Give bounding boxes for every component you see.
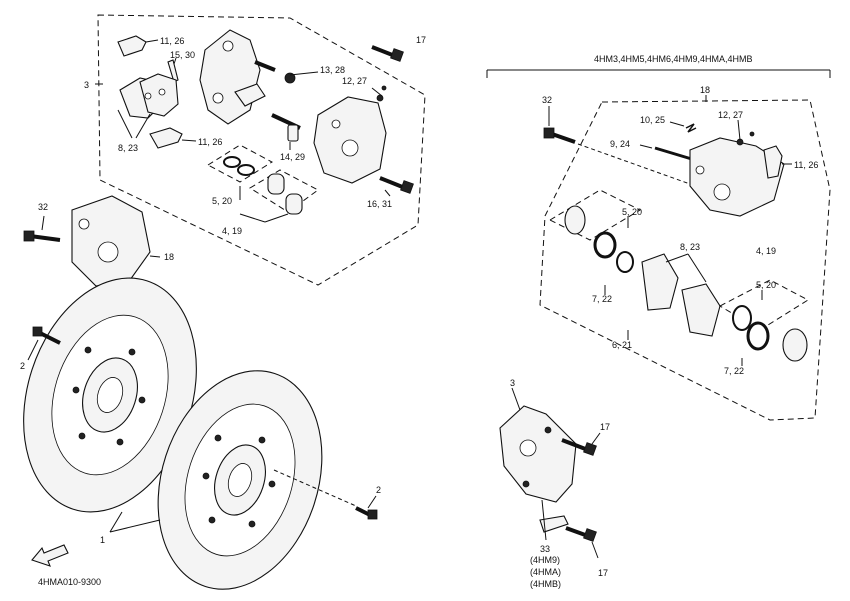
assembled-caliper-left (71, 195, 151, 287)
callout-17-bottom: 17 (598, 568, 608, 578)
callout-13-28: 13, 28 (320, 65, 345, 75)
brake-pad-right-2 (681, 283, 721, 337)
mounting-bolt-17-mid (561, 438, 589, 452)
piston-right-a (564, 205, 586, 235)
callout-17-top: 17 (416, 35, 426, 45)
callout-9-24: 9, 24 (610, 139, 630, 149)
boot-14-29 (287, 124, 299, 142)
piston-1 (267, 173, 285, 195)
callout-2-left: 2 (20, 361, 25, 371)
disc-bolt-2-left (39, 331, 61, 345)
callout-3-left: 3 (84, 80, 89, 90)
callout-16-31: 16, 31 (367, 199, 392, 209)
bleed-screw (376, 94, 384, 102)
callout-15-30: 15, 30 (170, 50, 195, 60)
seal-right-a (593, 231, 617, 259)
callout-18-left: 18 (164, 252, 174, 262)
callout-17-mid: 17 (600, 422, 610, 432)
right-caliper-dashed-boundary (539, 99, 831, 421)
callout-7-22-b: 7, 22 (724, 366, 744, 376)
piston-2 (285, 193, 303, 215)
mounting-bolt-16-31 (379, 176, 406, 190)
pad-pin-9-24 (654, 146, 696, 162)
pad-spring-clip-lower (149, 127, 183, 149)
bolt-32-left (29, 234, 61, 242)
callout-8-23-left: 8, 23 (118, 143, 138, 153)
callout-4-19-left: 4, 19 (222, 226, 242, 236)
callout-33: 33 (540, 544, 550, 554)
callout-32-right: 32 (542, 95, 552, 105)
front-direction-arrow (31, 544, 69, 567)
callout-4-19-right: 4, 19 (756, 246, 776, 256)
piston-seal-1 (223, 156, 241, 168)
bolt-32-right (551, 132, 576, 144)
callout-1: 1 (100, 535, 105, 545)
piston-right-b (782, 328, 808, 362)
callout-11-26-top: 11, 26 (160, 36, 184, 46)
callout-2-right: 2 (376, 485, 381, 495)
callout-8-23-right: 8, 23 (680, 242, 700, 252)
bracket-33 (539, 515, 569, 533)
model-note-4hmb: (4HMB) (530, 579, 561, 589)
diagram-code: 4HMA010-9300 (38, 577, 101, 587)
mounting-bolt-17-top (371, 45, 396, 58)
pad-spring-11-26-right (763, 145, 783, 179)
pad-pin-clip (167, 59, 179, 83)
callout-18-right: 18 (700, 85, 710, 95)
seal-right-c (732, 305, 752, 331)
callout-7-22-a: 7, 22 (592, 294, 612, 304)
seal-right-d (746, 321, 770, 351)
callout-5-20-left: 5, 20 (212, 196, 232, 206)
pad-spring-clip (117, 35, 147, 57)
slide-pin-upper (254, 60, 276, 72)
model-note-4hma: (4HMA) (530, 567, 561, 577)
brake-pad-right-1 (641, 253, 679, 311)
model-header: 4HM3,4HM5,4HM6,4HM9,4HMA,4HMB (594, 54, 753, 64)
callout-5-20-r1: 5, 20 (622, 207, 642, 217)
caliper-body-right (689, 137, 785, 217)
brake-disc-left (23, 277, 197, 513)
assembled-caliper-bottom (499, 405, 577, 503)
callout-5-20-r2: 5, 20 (756, 280, 776, 290)
bleed-cap (284, 72, 296, 84)
callout-10-25: 10, 25 (640, 115, 665, 125)
pad-pin-clip-10-25 (685, 123, 697, 133)
callout-6-21: 6, 21 (612, 340, 632, 350)
callout-11-26-right: 11, 26 (794, 160, 818, 170)
caliper-assembly-dashed-boundary (97, 14, 426, 286)
callout-14-29: 14, 29 (280, 152, 305, 162)
callout-3-bottom: 3 (510, 378, 515, 388)
callout-32-left: 32 (38, 202, 48, 212)
brake-pad-left-backing (139, 73, 179, 117)
model-note-4hm9: (4HM9) (530, 555, 560, 565)
callout-11-26-mid: 11, 26 (198, 137, 222, 147)
callout-12-27-right: 12, 27 (718, 110, 743, 120)
callout-12-27-left: 12, 27 (342, 76, 367, 86)
piston-seal-2 (237, 164, 255, 176)
mounting-bolt-17-bottom (565, 526, 589, 538)
seal-right-b (616, 251, 634, 273)
